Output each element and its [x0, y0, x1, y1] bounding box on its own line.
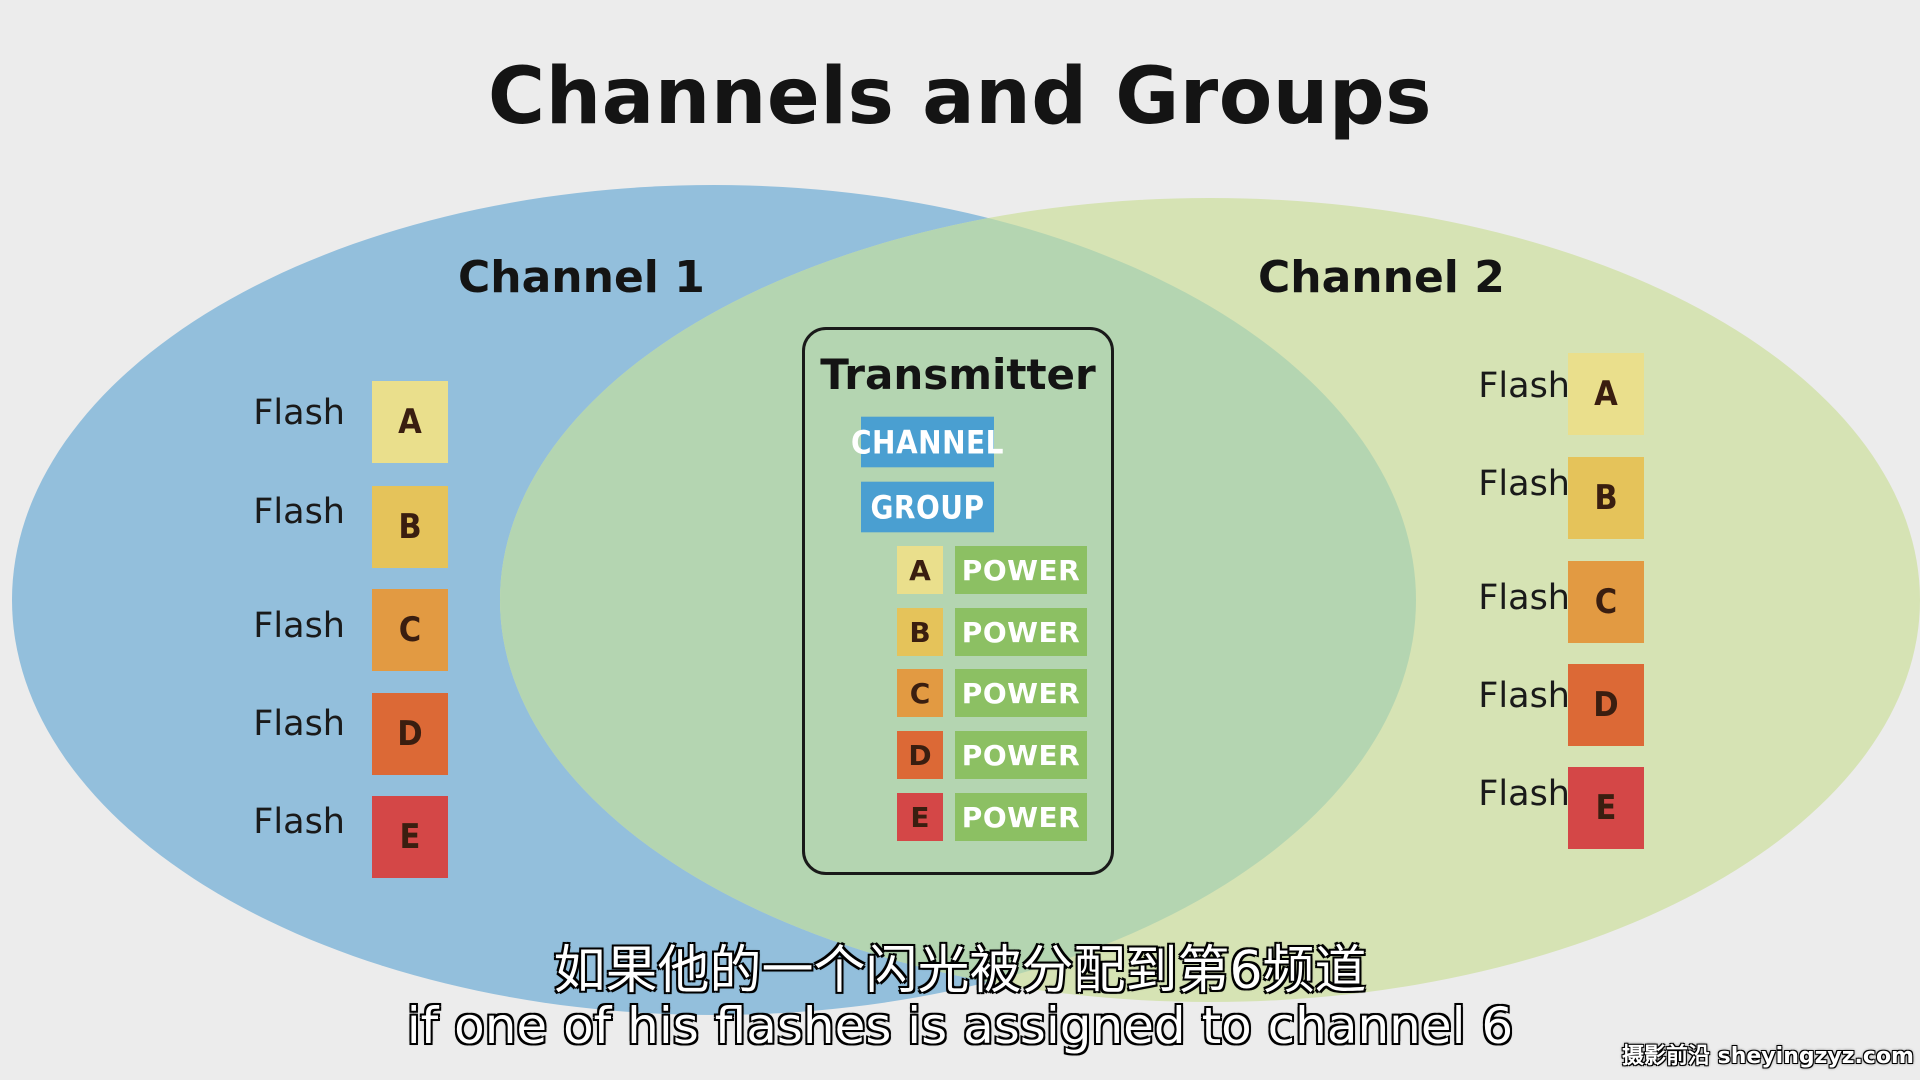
channel-2-group-d-box: D	[1568, 664, 1644, 746]
channel-1-flash-label: Flash	[253, 802, 345, 842]
channel-1-group-c-box: C	[372, 589, 448, 671]
channel-overlap-region	[500, 198, 1416, 1002]
transmitter-group-d-label: D	[897, 731, 943, 779]
transmitter-group-d-power-button[interactable]: POWER	[955, 731, 1087, 779]
transmitter-group-e-label: E	[897, 793, 943, 841]
channel-2-group-c-box: C	[1568, 561, 1644, 643]
channel-1-flash-label: Flash	[253, 606, 345, 646]
subtitle-english: if one of his flashes is assigned to cha…	[406, 996, 1514, 1056]
channel-1-group-d-box: D	[372, 693, 448, 775]
subtitle-chinese: 如果他的一个闪光被分配到第6频道	[552, 940, 1367, 1002]
channel-1-group-e-box: E	[372, 796, 448, 878]
channel-2-flash-label: Flash	[1478, 578, 1570, 618]
transmitter-group-a-power-button[interactable]: POWER	[955, 546, 1087, 594]
channel-1-group-a-box: A	[372, 381, 448, 463]
channel-1-flash-label: Flash	[253, 492, 345, 532]
transmitter-group-e-power-button[interactable]: POWER	[955, 793, 1087, 841]
transmitter-group-b-label: B	[897, 608, 943, 656]
channel-2-flash-label: Flash	[1478, 774, 1570, 814]
watermark: 摄影前沿 sheyingzyz.com	[1621, 1044, 1914, 1069]
channel-2-group-a-box: A	[1568, 353, 1644, 435]
transmitter-group-b-power-button[interactable]: POWER	[955, 608, 1087, 656]
channel-2-flash-label: Flash	[1478, 676, 1570, 716]
channel-1-flash-label: Flash	[253, 704, 345, 744]
channel-1-flash-label: Flash	[253, 393, 345, 433]
channel-2-title: Channel 2	[1258, 252, 1505, 303]
transmitter-group-a-label: A	[897, 546, 943, 594]
transmitter-group-button[interactable]: GROUP	[861, 481, 994, 533]
transmitter-panel	[802, 327, 1114, 875]
channel-2-group-e-box: E	[1568, 767, 1644, 849]
channel-1-title: Channel 1	[458, 252, 705, 303]
page-title: Channels and Groups	[487, 52, 1433, 142]
channel-2-flash-label: Flash	[1478, 464, 1570, 504]
channel-1-group-b-box: B	[372, 486, 448, 568]
transmitter-title: Transmitter	[820, 350, 1096, 399]
channel-2-flash-label: Flash	[1478, 366, 1570, 406]
transmitter-group-c-label: C	[897, 669, 943, 717]
transmitter-channel-button[interactable]: CHANNEL	[851, 416, 1004, 468]
transmitter-group-c-power-button[interactable]: POWER	[955, 669, 1087, 717]
channel-2-group-b-box: B	[1568, 457, 1644, 539]
